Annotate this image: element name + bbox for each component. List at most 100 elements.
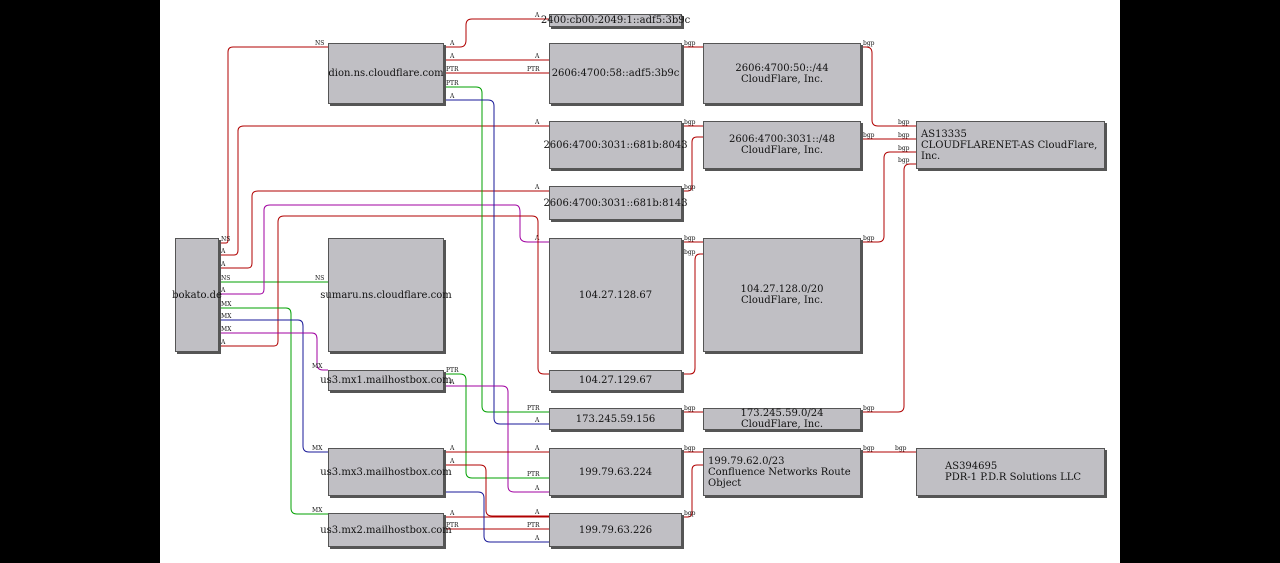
edge-a-8143 bbox=[219, 190, 549, 269]
edge-ptr-mx1 bbox=[444, 373, 549, 479]
edge-label-bgp: bgp bbox=[684, 119, 696, 126]
edge-mx-mx2 bbox=[219, 307, 328, 515]
node-ip-199-224[interactable]: 199.79.63.224 bbox=[549, 448, 682, 496]
edge-label-a: A bbox=[534, 53, 540, 60]
edge-a-104-129 bbox=[219, 215, 549, 375]
edge-label-a: A bbox=[449, 510, 455, 517]
node-ip-104-129-67[interactable]: 104.27.129.67 bbox=[549, 370, 682, 391]
edge-a-mx3-blue bbox=[444, 491, 549, 543]
edge-bgp-as-104 bbox=[861, 151, 916, 243]
edge-label-a: A bbox=[220, 248, 226, 255]
node-prefix-2606-50[interactable]: 2606:4700:50::/44 CloudFlare, Inc. bbox=[703, 43, 861, 104]
node-sumaru[interactable]: sumaru.ns.cloudflare.com bbox=[320, 238, 452, 352]
edge-mx-mx1 bbox=[219, 332, 328, 371]
edge-bgp-199-226 bbox=[682, 464, 703, 518]
edge-label-ns: NS bbox=[315, 40, 324, 47]
node-ip-199-226[interactable]: 199.79.63.226 bbox=[549, 513, 682, 547]
node-ip-2606-8143[interactable]: 2606:4700:3031::681b:8143 bbox=[543, 186, 688, 220]
edge-label-a: A bbox=[534, 535, 540, 542]
edge-a-173 bbox=[444, 99, 549, 425]
edge-a-mx3-226 bbox=[444, 464, 549, 517]
edge-label-mx: MX bbox=[221, 301, 232, 308]
node-ip-104-128-67[interactable]: 104.27.128.67 bbox=[549, 238, 682, 352]
edge-label-a: A bbox=[449, 458, 455, 465]
edge-label-a: A bbox=[534, 12, 540, 19]
edge-label-ptr: PTR bbox=[527, 405, 540, 412]
node-prefix-199[interactable]: 199.79.62.0/23 Confluence Networks Route… bbox=[703, 448, 861, 496]
node-as394695[interactable]: AS394695 PDR-1 P.D.R Solutions LLC bbox=[916, 448, 1105, 496]
node-ip-2400[interactable]: 2400:cb00:2049:1::adf5:3b9c bbox=[540, 14, 691, 27]
node-as13335[interactable]: AS13335 CLOUDFLARENET-AS CloudFlare, Inc… bbox=[916, 121, 1105, 169]
edge-label-bgp: bgp bbox=[684, 405, 696, 412]
edge-label-bgp: bgp bbox=[863, 40, 875, 47]
edge-label-a: A bbox=[534, 509, 540, 516]
edge-label-ns: NS bbox=[221, 236, 230, 243]
edge-label-a: A bbox=[449, 93, 455, 100]
edge-label-a: A bbox=[220, 261, 226, 268]
edge-label-bgp: bgp bbox=[898, 157, 910, 164]
node-dion[interactable]: dion.ns.cloudflare.com bbox=[328, 43, 444, 104]
edge-label-ptr: PTR bbox=[446, 367, 459, 374]
node-prefix-173[interactable]: 173.245.59.0/24 CloudFlare, Inc. bbox=[703, 408, 861, 430]
node-mx3[interactable]: us3.mx3.mailhostbox.com bbox=[320, 448, 452, 496]
node-ip-2606-8043[interactable]: 2606:4700:3031::681b:8043 bbox=[543, 121, 688, 169]
edge-label-a: A bbox=[449, 379, 455, 386]
edge-label-bgp: bgp bbox=[863, 445, 875, 452]
edge-a-8043 bbox=[219, 125, 549, 256]
node-bokato[interactable]: bokato.de bbox=[172, 238, 222, 352]
edge-label-ptr: PTR bbox=[446, 522, 459, 529]
edge-label-mx: MX bbox=[312, 445, 323, 452]
edge-ptr-173 bbox=[444, 86, 549, 413]
edge-label-bgp: bgp bbox=[684, 510, 696, 517]
edge-label-bgp: bgp bbox=[895, 445, 907, 452]
node-ip-173[interactable]: 173.245.59.156 bbox=[549, 408, 682, 430]
node-mx2[interactable]: us3.mx2.mailhostbox.com bbox=[320, 513, 452, 547]
edge-label-bgp: bgp bbox=[863, 132, 875, 139]
edge-bgp-as-2606-50 bbox=[861, 46, 916, 127]
edge-a-104-128 bbox=[219, 204, 549, 295]
edge-a-2400 bbox=[444, 18, 549, 48]
edge-label-a: A bbox=[534, 445, 540, 452]
edge-label-bgp: bgp bbox=[684, 445, 696, 452]
edge-label-bgp: bgp bbox=[684, 249, 696, 256]
edge-label-mx: MX bbox=[312, 507, 323, 514]
edge-label-ptr: PTR bbox=[446, 80, 459, 87]
node-ip-2606-58[interactable]: 2606:4700:58::adf5:3b9c bbox=[549, 43, 682, 104]
edge-label-ptr: PTR bbox=[446, 66, 459, 73]
edge-label-a: A bbox=[449, 40, 455, 47]
edge-label-bgp: bgp bbox=[898, 119, 910, 126]
edge-label-bgp: bgp bbox=[863, 235, 875, 242]
edge-label-mx: MX bbox=[221, 313, 232, 320]
edge-label-bgp: bgp bbox=[863, 405, 875, 412]
edge-label-a: A bbox=[449, 445, 455, 452]
node-prefix-104[interactable]: 104.27.128.0/20 CloudFlare, Inc. bbox=[703, 238, 861, 352]
edge-label-a: A bbox=[534, 485, 540, 492]
edge-label-ptr: PTR bbox=[527, 471, 540, 478]
edge-bgp-8143 bbox=[682, 136, 703, 192]
edge-label-bgp: bgp bbox=[898, 132, 910, 139]
edge-label-bgp: bgp bbox=[684, 235, 696, 242]
edge-label-a: A bbox=[534, 235, 540, 242]
node-prefix-2606-3031[interactable]: 2606:4700:3031::/48 CloudFlare, Inc. bbox=[703, 121, 861, 169]
edge-label-bgp: bgp bbox=[898, 145, 910, 152]
edge-label-a: A bbox=[534, 184, 540, 191]
edge-label-mx: MX bbox=[312, 363, 323, 370]
edge-label-a: A bbox=[220, 339, 226, 346]
node-mx1[interactable]: us3.mx1.mailhostbox.com bbox=[320, 370, 452, 391]
edge-label-a: A bbox=[534, 119, 540, 126]
edge-label-a: A bbox=[534, 417, 540, 424]
edge-label-ptr: PTR bbox=[527, 522, 540, 529]
edge-a-mx1 bbox=[444, 385, 549, 493]
edge-label-ptr: PTR bbox=[527, 66, 540, 73]
edge-label-a: A bbox=[449, 53, 455, 60]
edge-label-ns: NS bbox=[221, 275, 230, 282]
edge-label-bgp: bgp bbox=[684, 40, 696, 47]
edge-bgp-104-129 bbox=[682, 253, 703, 375]
edge-label-ns: NS bbox=[315, 275, 324, 282]
edge-label-a: A bbox=[220, 287, 226, 294]
edge-label-mx: MX bbox=[221, 326, 232, 333]
edge-mx-mx3 bbox=[219, 319, 328, 453]
edge-label-bgp: bgp bbox=[684, 184, 696, 191]
